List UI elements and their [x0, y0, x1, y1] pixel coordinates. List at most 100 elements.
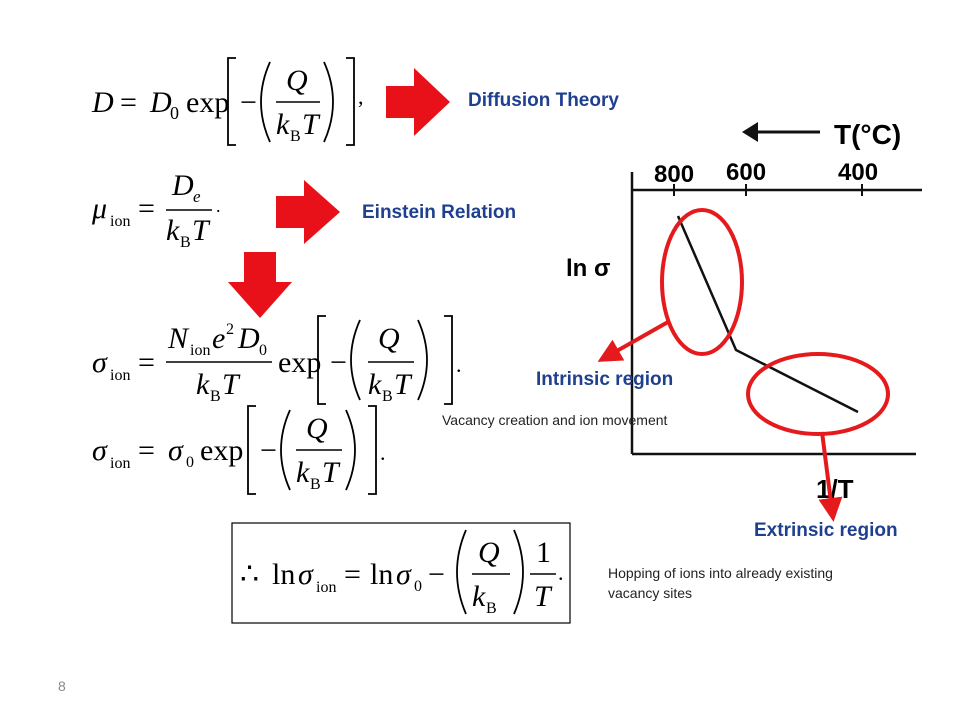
- eq3-e: e: [212, 322, 225, 355]
- eq4-left-bracket: [247, 405, 256, 495]
- eq4-sigma: σ: [92, 434, 108, 467]
- eq3-minus: −: [330, 346, 347, 379]
- eq5-k: k: [472, 580, 486, 613]
- eq3-T2: T: [394, 368, 413, 401]
- eq5-sigma0: σ: [396, 558, 412, 591]
- eq3-k: k: [196, 368, 210, 401]
- eq5-minus: −: [428, 558, 445, 591]
- eq5-ln2: ln: [370, 558, 393, 591]
- sigma-simplified-equation: σ ion = σ 0 exp − Q k B T .: [92, 405, 386, 495]
- conductivity-curve: [676, 215, 859, 414]
- arrow-right-icon: [276, 180, 340, 244]
- eq4-equals: =: [138, 434, 155, 467]
- extrinsic-region-label: Extrinsic region: [754, 520, 898, 541]
- x-axis-label: 1/T: [816, 474, 854, 504]
- eq3-N: N: [167, 322, 190, 355]
- eq3-sub0: 0: [259, 342, 267, 359]
- eq2-equals: =: [138, 192, 155, 225]
- intrinsic-region-label: Intrinsic region: [536, 369, 674, 390]
- eq3-T: T: [222, 368, 241, 401]
- eq2-subB: B: [180, 234, 191, 251]
- eq4-T: T: [322, 456, 341, 489]
- eq4-left-paren: [280, 409, 291, 491]
- eq4-dot: .: [380, 440, 386, 465]
- eq1-equals: =: [120, 86, 137, 119]
- eq3-subion-N: ion: [190, 342, 210, 359]
- eq4-k: k: [296, 456, 310, 489]
- eq2-dot: .: [216, 196, 221, 216]
- eq1-right-bracket: [346, 57, 355, 146]
- sigma-full-equation: σ ion = N ion e 2 D 0 k B T exp − Q k B …: [92, 315, 462, 405]
- eq4-sigma0: σ: [168, 434, 184, 467]
- hopping-note: Hopping of ions into already existing va…: [608, 563, 833, 603]
- eq4-exp: exp: [200, 434, 243, 467]
- diffusion-theory-label: Diffusion Theory: [468, 90, 619, 111]
- eq5-sub0: 0: [414, 578, 422, 595]
- eq3-subB2: B: [382, 388, 393, 405]
- conductivity-graph: T(°C) 800 600 400 ln σ 1/T: [566, 119, 922, 522]
- eq1-right-paren: [323, 61, 334, 143]
- eq4-right-bracket: [368, 405, 377, 495]
- einstein-relation-label: Einstein Relation: [362, 202, 517, 223]
- eq2-subion: ion: [110, 213, 130, 230]
- eq5-ln: ln: [272, 558, 295, 591]
- eq4-subB: B: [310, 476, 321, 493]
- slide-number: 8: [58, 678, 66, 694]
- arrow-down-icon: [228, 252, 292, 318]
- top-tick-600: 600: [726, 159, 766, 186]
- eq5-equals: =: [344, 558, 361, 591]
- eq1-T: T: [302, 108, 321, 141]
- eq3-D: D: [237, 322, 260, 355]
- eq1-comma: ,: [358, 84, 364, 109]
- eq5-therefore: ∴: [240, 558, 259, 591]
- eq2-sube: e: [193, 187, 201, 206]
- eq3-subion: ion: [110, 367, 130, 384]
- eq3-equals: =: [138, 346, 155, 379]
- eq1-k: k: [276, 108, 290, 141]
- eq3-subB: B: [210, 388, 221, 405]
- top-axis-title: T(°C): [834, 119, 901, 150]
- eq3-Q: Q: [378, 322, 400, 355]
- eq5-right-paren: [513, 529, 524, 615]
- eq4-sub0: 0: [186, 454, 194, 471]
- eq1-left-paren: [260, 61, 271, 143]
- eq1-D0: D: [149, 86, 172, 119]
- ln-equation: ∴ ln σ ion = ln σ 0 − Q k B 1 T .: [240, 529, 564, 617]
- intrinsic-pointer-arrow: [597, 320, 669, 362]
- eq3-sup2: 2: [226, 321, 234, 338]
- arrow-right-icon: [386, 68, 450, 136]
- eq1-D: D: [91, 86, 114, 119]
- eq3-k2: k: [368, 368, 382, 401]
- eq4-subion: ion: [110, 455, 130, 472]
- eq1-exp: exp: [186, 86, 229, 119]
- eq2-mu: μ: [91, 192, 107, 225]
- y-axis-label: ln σ: [566, 255, 610, 282]
- eq1-subB: B: [290, 128, 301, 145]
- diffusion-equation: D = D 0 exp − Q k B T ,: [91, 57, 364, 146]
- eq3-left-bracket: [317, 315, 326, 405]
- eq3-dot: .: [456, 352, 462, 377]
- eq2-k: k: [166, 214, 180, 247]
- eq2-T: T: [192, 214, 211, 247]
- eq3-exp: exp: [278, 346, 321, 379]
- hopping-note-line-2: vacancy sites: [608, 585, 693, 601]
- eq5-subion: ion: [316, 579, 336, 596]
- intrinsic-region-ellipse: [660, 208, 744, 356]
- extrinsic-region-ellipse: [746, 352, 890, 436]
- vacancy-creation-note: Vacancy creation and ion movement: [442, 412, 668, 428]
- eq1-left-bracket: [227, 57, 236, 146]
- eq1-minus: −: [240, 86, 257, 119]
- eq3-left-paren: [350, 319, 361, 401]
- eq1-Q: Q: [286, 64, 308, 97]
- top-tick-400: 400: [838, 159, 878, 186]
- eq3-right-bracket: [444, 315, 453, 405]
- einstein-equation: μ ion = D e k B T .: [91, 169, 221, 251]
- extrinsic-pointer-arrow: [818, 431, 843, 522]
- eq5-Q: Q: [478, 536, 500, 569]
- eq3-right-paren: [417, 319, 428, 401]
- hopping-note-line-1: Hopping of ions into already existing: [608, 565, 833, 581]
- top-axis-arrow-head: [742, 122, 758, 142]
- eq5-sigma: σ: [298, 558, 314, 591]
- eq4-Q: Q: [306, 412, 328, 445]
